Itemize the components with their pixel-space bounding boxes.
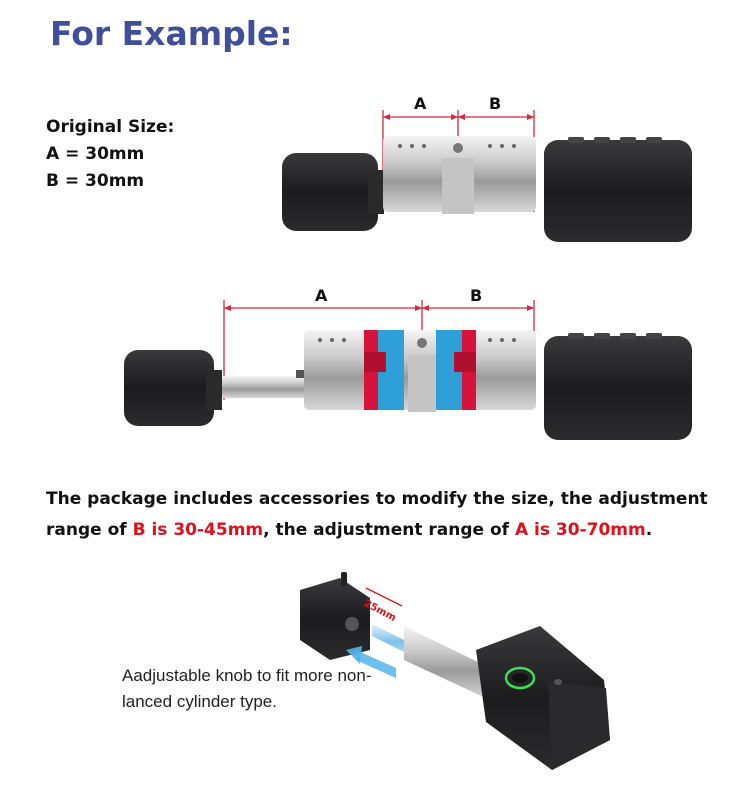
- extension-rod: [222, 376, 312, 398]
- knob-collar-2: [206, 370, 222, 410]
- adjustable-knob-illustration: [300, 572, 610, 770]
- insert-arrow: [356, 650, 396, 678]
- cam-2: [408, 355, 436, 412]
- dim-label-b-2: B: [470, 286, 483, 305]
- package-text-2: , the adjustment range of: [263, 520, 515, 540]
- cam-1: [442, 158, 474, 214]
- set-screw-1: [453, 143, 463, 153]
- smart-lock-body-1: [544, 140, 692, 242]
- fingerprint-indicator-ring: [504, 666, 536, 690]
- knob-collar-1: [368, 170, 384, 214]
- detached-knob: [300, 578, 370, 660]
- diagram-original-cylinder: [282, 110, 692, 242]
- range-b-highlight: B is 30-45mm: [132, 520, 264, 540]
- dimension-arrows-1: [383, 114, 534, 120]
- page-title: For Example:: [50, 14, 293, 53]
- extension-pieces: [364, 330, 476, 410]
- dimension-arrows-2: [224, 305, 534, 311]
- diagram-extended-cylinder: [124, 300, 692, 440]
- original-size-b: B = 30mm: [46, 171, 145, 191]
- original-size-block: Original Size: A = 30mm B = 30mm: [46, 114, 174, 195]
- dim-label-b-1: B: [489, 94, 502, 113]
- knob-description: Aadjustable knob to fit more non-lanced …: [122, 666, 372, 711]
- package-description: The package includes accessories to modi…: [46, 484, 726, 546]
- package-text-1: The package includes accessories to modi…: [46, 489, 708, 540]
- dim-label-a-1: A: [414, 94, 427, 113]
- smart-lock-body-2: [544, 336, 692, 440]
- thumb-knob-2: [124, 350, 214, 426]
- thumb-knob-1: [282, 153, 378, 231]
- package-text-3: .: [645, 520, 653, 540]
- cylinder-body-3: [404, 626, 490, 700]
- dim-label-a-2: A: [315, 286, 328, 305]
- original-size-heading: Original Size:: [46, 117, 175, 137]
- grub-screw: [341, 572, 347, 586]
- range-a-highlight: A is 30-70mm: [514, 520, 646, 540]
- original-size-a: A = 30mm: [46, 144, 145, 164]
